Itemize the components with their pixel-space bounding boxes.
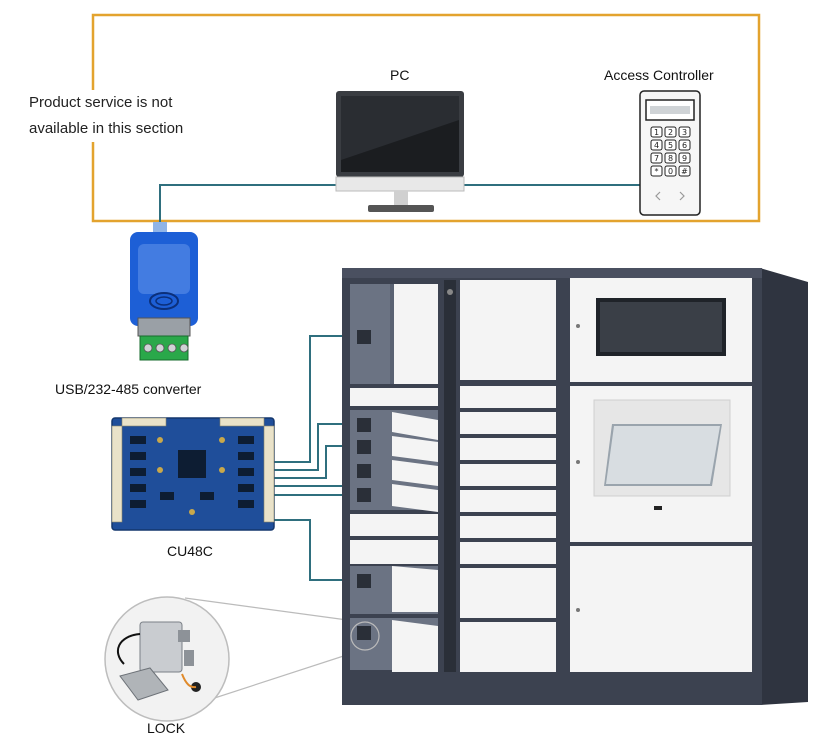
svg-text:6: 6 <box>682 141 687 150</box>
pc-label: PC <box>390 67 410 83</box>
svg-text:3: 3 <box>682 128 687 137</box>
lock-zoom <box>104 596 230 722</box>
svg-text:*: * <box>655 167 659 176</box>
cu48c-board-device <box>111 417 275 531</box>
svg-text:2: 2 <box>668 128 673 137</box>
svg-text:#: # <box>681 167 688 176</box>
svg-text:9: 9 <box>682 154 687 163</box>
wire-board-lock-1 <box>272 335 358 463</box>
converter-label: USB/232-485 converter <box>55 381 202 397</box>
svg-text:5: 5 <box>668 141 673 150</box>
section-note-line-1: Product service is not <box>29 94 173 111</box>
wire-board-lock-2 <box>272 423 358 471</box>
wire-board-lock-6 <box>272 519 358 581</box>
lock-label: LOCK <box>147 720 186 736</box>
access-controller-label: Access Controller <box>604 67 714 83</box>
cabinet-lock-highlight <box>350 621 380 651</box>
section-note: Product service is not available in this… <box>27 90 186 142</box>
svg-text:0: 0 <box>668 167 673 176</box>
pc-monitor <box>335 91 465 212</box>
usb-485-converter-device <box>130 222 198 361</box>
lock-callout-upper <box>184 597 363 623</box>
svg-text:4: 4 <box>654 141 659 150</box>
locker-cabinet <box>342 268 808 705</box>
board-label: CU48C <box>167 543 213 559</box>
section-note-line-2: available in this section <box>29 120 184 137</box>
wire-converter-to-pc <box>159 184 340 232</box>
svg-text:8: 8 <box>668 154 673 163</box>
svg-text:7: 7 <box>654 154 659 163</box>
svg-text:1: 1 <box>654 128 659 137</box>
lock-callout-lower <box>189 649 363 707</box>
